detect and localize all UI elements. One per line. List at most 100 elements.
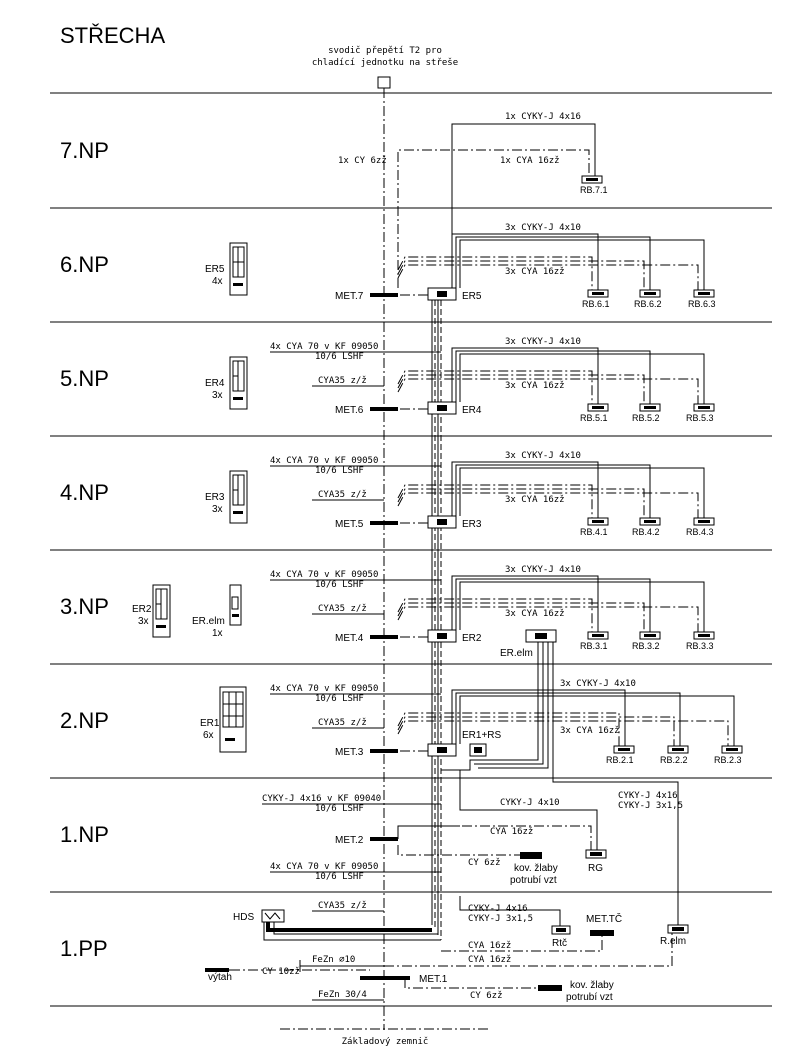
met-tc-label: MET.TČ — [586, 912, 622, 925]
f4-cable-cya: 3x CYA 16zž — [505, 495, 565, 505]
floor-1np: CYKY-J 4x16 v KF 09040 10/6 LSHF MET.2 k… — [262, 770, 683, 886]
f3-cya35: CYA35 z/ž — [318, 604, 367, 614]
rb-6-2-label: RB.6.2 — [634, 299, 662, 309]
rg-label: RG — [588, 863, 603, 874]
floor-1pp: HDS CYA35 z/ž CYKY-J 4x16 CYKY-J 3x1,5 R… — [205, 896, 689, 1003]
rb-6-1-label: RB.6.1 — [582, 299, 610, 309]
met1-label: MET.1 — [419, 974, 448, 985]
er5-qty: 4x — [212, 276, 223, 287]
f2-cable-cya: 3x CYA 16zž — [560, 726, 620, 736]
rb-4-group: RB.4.1 RB.4.2 RB.4.3 — [580, 517, 715, 537]
rb-6-3-label: RB.6.3 — [688, 299, 716, 309]
er2-legend: ER2 3x — [132, 584, 171, 638]
f7-cable-cya: 1x CYA 16zž — [500, 156, 560, 166]
f3-cable-cykyj: 3x CYKY-J 4x10 — [505, 565, 581, 575]
f2-cable-cykyj: 3x CYKY-J 4x10 — [560, 679, 636, 689]
er3-label: ER3 — [462, 519, 482, 530]
f3-riser-line2: 10/6 LSHF — [315, 580, 364, 590]
erelm-legend: ER.elm 1x — [192, 584, 242, 639]
f1-riser-a-line1: CYKY-J 4x16 v KF 09040 — [262, 794, 381, 804]
er2-qty: 3x — [138, 616, 149, 627]
f5-riser-line2: 10/6 LSHF — [315, 352, 364, 362]
f5-riser-line1: 4x CYA 70 v KF 09050 — [270, 342, 378, 352]
floor-label-7np: 7.NP — [60, 138, 109, 163]
floor-label-6np: 6.NP — [60, 252, 109, 277]
zemnic-label: Základový zemnič — [342, 1036, 429, 1047]
rb-4-2-label: RB.4.2 — [632, 527, 660, 537]
floor-4np: ER3 3x 4x CYA 70 v KF 09050 10/6 LSHF CY… — [205, 451, 715, 537]
vytah-label: výtah — [208, 972, 232, 983]
f1-kov-line1: kov. žlaby — [514, 863, 558, 874]
f1-riser-b-line2: 10/6 LSHF — [315, 872, 364, 882]
floor-label-1pp: 1.PP — [60, 936, 108, 961]
f1-kov-box — [520, 852, 542, 859]
floor-3np: ER2 3x ER.elm 1x 4x CYA 70 v KF 09050 10… — [132, 565, 715, 659]
met2-label: MET.2 — [335, 835, 364, 846]
floor-label-3np: 3.NP — [60, 594, 109, 619]
vytah-bar — [205, 968, 229, 972]
met-tc-bar — [590, 930, 614, 936]
met4-label: MET.4 — [335, 633, 364, 644]
rb-2-2-label: RB.2.2 — [660, 755, 688, 765]
rb-3-3-label: RB.3.3 — [686, 641, 714, 651]
rb-3-group: RB.3.1 RB.3.2 RB.3.3 — [580, 631, 715, 651]
er2-label: ER2 — [462, 633, 482, 644]
pp1-rtc-line2: CYKY-J 3x1,5 — [468, 914, 533, 924]
er1-qty: 6x — [203, 730, 214, 741]
erelm-code: ER.elm — [192, 616, 225, 627]
rb-6-group: RB.6.1 RB.6.2 RB.6.3 — [582, 289, 716, 309]
rb-5-1-label: RB.5.1 — [580, 413, 608, 423]
pp1-cy6: CY 6zž — [470, 991, 503, 1001]
met6-label: MET.6 — [335, 405, 364, 416]
rb-4-3-label: RB.4.3 — [686, 527, 714, 537]
rb-4-1-label: RB.4.1 — [580, 527, 608, 537]
rb-3-1-label: RB.3.1 — [580, 641, 608, 651]
f2-cya35: CYA35 z/ž — [318, 718, 367, 728]
relm-label: R.elm — [660, 936, 686, 947]
er1-code: ER1 — [200, 718, 220, 729]
er3-legend: ER3 3x — [205, 470, 248, 524]
pp1-cya16-b: CYA 16zž — [468, 955, 511, 965]
f1-cable-cy: CY 6zž — [468, 858, 501, 868]
rb-2-1-label: RB.2.1 — [606, 755, 634, 765]
rb-3-2-label: RB.3.2 — [632, 641, 660, 651]
erelm-qty: 1x — [212, 628, 223, 639]
met7-label: MET.7 — [335, 291, 364, 302]
er1-legend: ER1 6x — [200, 686, 247, 753]
f1-elm-line1: CYKY-J 4x16 — [618, 791, 678, 801]
floor-labels: STŘECHA 7.NP 6.NP 5.NP 4.NP 3.NP 2.NP 1.… — [60, 23, 165, 961]
er5-label: ER5 — [462, 291, 482, 302]
pp1-kov-line2: potrubí vzt — [566, 992, 613, 1003]
main-riser-bundle — [431, 300, 442, 940]
floor-6np: ER5 4x MET.7 ER5 3x CYKY-J 4x10 3x CYA 1… — [205, 223, 716, 309]
f4-cya35: CYA35 z/ž — [318, 490, 367, 500]
er5-legend: ER5 4x — [205, 242, 248, 296]
rb-5-3-label: RB.5.3 — [686, 413, 714, 423]
rb-5-group: RB.5.1 RB.5.2 RB.5.3 — [580, 403, 715, 423]
f7-cable-cy: 1x CY 6zž — [338, 156, 387, 166]
er4-qty: 3x — [212, 390, 223, 401]
er4-label: ER4 — [462, 405, 482, 416]
foundation-earth: Základový zemnič — [280, 1028, 490, 1047]
f6-cable-cykyj: 3x CYKY-J 4x10 — [505, 223, 581, 233]
surge-arrester: svodič přepětí T2 pro chladící jednotku … — [312, 45, 458, 89]
f1-kov-line2: potrubí vzt — [510, 875, 557, 886]
rtc-label: Rtč — [552, 938, 567, 949]
er3-qty: 3x — [212, 504, 223, 515]
floor-label-4np: 4.NP — [60, 480, 109, 505]
f4-riser-line1: 4x CYA 70 v KF 09050 — [270, 456, 378, 466]
floor-separators — [50, 92, 772, 1007]
f4-riser-line2: 10/6 LSHF — [315, 466, 364, 476]
rb-2-3-label: RB.2.3 — [714, 755, 742, 765]
pp1-cya16-a: CYA 16zž — [468, 941, 511, 951]
f5-cable-cykyj: 3x CYKY-J 4x10 — [505, 337, 581, 347]
pp1-fezn30: FeZn 30/4 — [318, 990, 367, 1000]
f3-cable-cya: 3x CYA 16zž — [505, 609, 565, 619]
pp1-kov-line1: kov. žlaby — [570, 980, 614, 991]
f1-riser-b-line1: 4x CYA 70 v KF 09050 — [270, 862, 378, 872]
floor-label-2np: 2.NP — [60, 708, 109, 733]
er4-legend: ER4 3x — [205, 356, 248, 410]
floor-label-5np: 5.NP — [60, 366, 109, 391]
f5-cya35: CYA35 z/ž — [318, 376, 367, 386]
